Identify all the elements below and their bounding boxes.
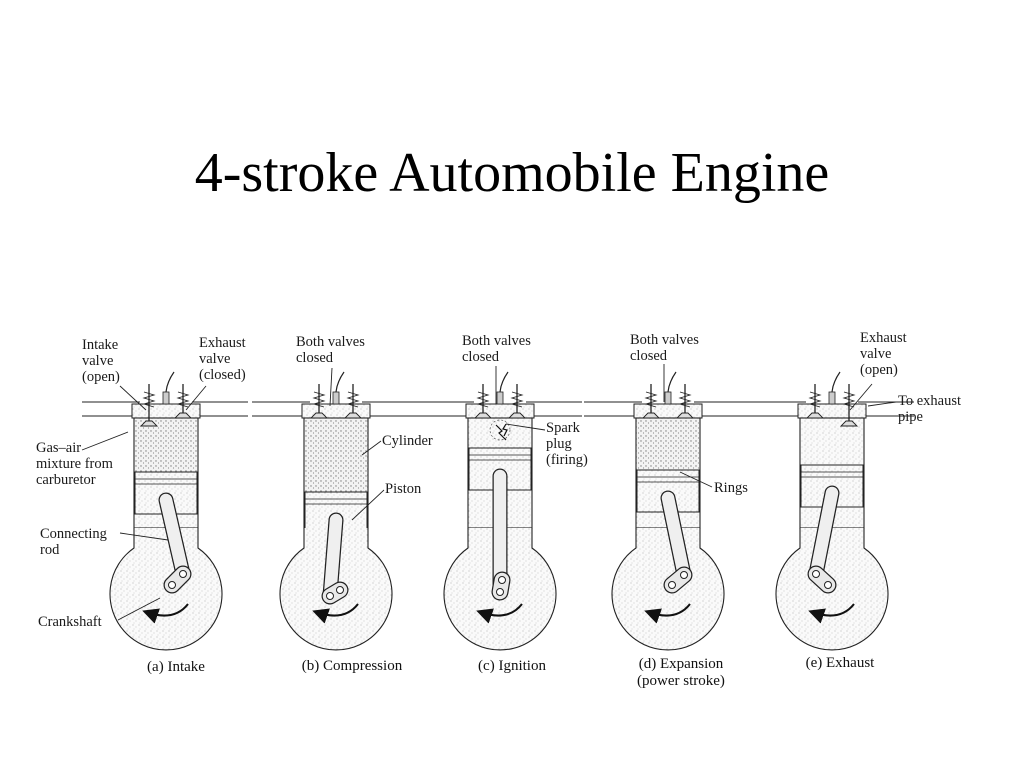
leader-line xyxy=(679,471,713,488)
caption-exhaust: (e) Exhaust xyxy=(805,655,875,671)
exhaust-valve-open-label: Exhaust valve (open) xyxy=(860,330,907,378)
caption-compression: (b) Compression xyxy=(301,658,403,674)
leader-line xyxy=(117,597,161,621)
leader-line xyxy=(505,423,546,431)
crankshaft-label: Crankshaft xyxy=(38,614,102,630)
leader-line xyxy=(361,440,382,456)
caption-expansion: (d) Expansion (power stroke) xyxy=(637,656,725,689)
spark-plug-label: Spark plug (firing) xyxy=(546,420,588,468)
exhaust-valve-label: Exhaust valve (closed) xyxy=(199,335,246,383)
leader-line xyxy=(329,367,333,407)
slide-title: 4-stroke Automobile Engine xyxy=(194,142,830,204)
engine-panel-compression xyxy=(252,371,418,651)
to-exhaust-pipe-label: To exhaust pipe xyxy=(898,393,962,425)
engine-panel-expansion xyxy=(584,371,750,651)
connecting-rod-label: Connecting rod xyxy=(40,526,107,558)
piston-label: Piston xyxy=(385,481,422,497)
cylinder-label: Cylinder xyxy=(382,433,433,449)
intake-valve-label: Intake valve (open) xyxy=(82,337,120,385)
leader-line xyxy=(119,532,169,541)
caption-ignition: (c) Ignition xyxy=(478,658,546,674)
engine-panel-exhaust xyxy=(748,371,914,651)
engine-panel-ignition xyxy=(416,371,582,651)
rings-label: Rings xyxy=(714,480,748,496)
caption-intake: (a) Intake xyxy=(147,659,205,675)
leader-line xyxy=(351,489,385,521)
leader-line xyxy=(119,385,147,411)
leader-line xyxy=(867,401,897,407)
engine-panel-intake xyxy=(82,371,248,651)
leader-line xyxy=(849,383,873,411)
leader-line xyxy=(81,431,129,451)
both-valves-closed-label-b: Both valves closed xyxy=(296,334,365,366)
both-valves-closed-label-d: Both valves closed xyxy=(630,332,699,364)
both-valves-closed-label-c: Both valves closed xyxy=(462,333,531,365)
leader-line xyxy=(185,385,207,411)
gas-air-mixture-label: Gas–air mixture from carburetor xyxy=(36,440,113,488)
